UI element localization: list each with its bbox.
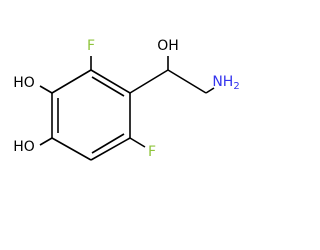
bond-ring-double-2: [91, 133, 125, 154]
bond-ring-1: [90, 69, 131, 94]
amine-nh-text: NH: [212, 74, 233, 90]
atom-label-ho-lower: HO: [13, 139, 35, 155]
bond-chain-ch2: [167, 69, 207, 94]
bond-ho-lower: [39, 137, 53, 146]
bond-nh2: [205, 87, 215, 94]
molecule-structure: OH F HO HO F NH2: [13, 38, 240, 161]
bond-ring-6: [51, 69, 92, 94]
bond-ring-double-1: [91, 76, 125, 97]
bond-f-lower: [129, 137, 146, 148]
bond-ring-3: [90, 137, 131, 161]
atom-label-fluorine-lower: F: [148, 144, 156, 160]
atom-label-ho-upper: HO: [13, 75, 35, 91]
bond-ring-chain: [129, 69, 169, 94]
atom-label-amine: NH2: [212, 74, 239, 92]
bond-ho-upper: [39, 85, 53, 94]
atom-label-fluorine-top: F: [87, 38, 95, 54]
bond-ring-4: [51, 137, 92, 161]
amine-subscript: 2: [233, 81, 239, 92]
atom-label-oh: OH: [157, 38, 179, 54]
